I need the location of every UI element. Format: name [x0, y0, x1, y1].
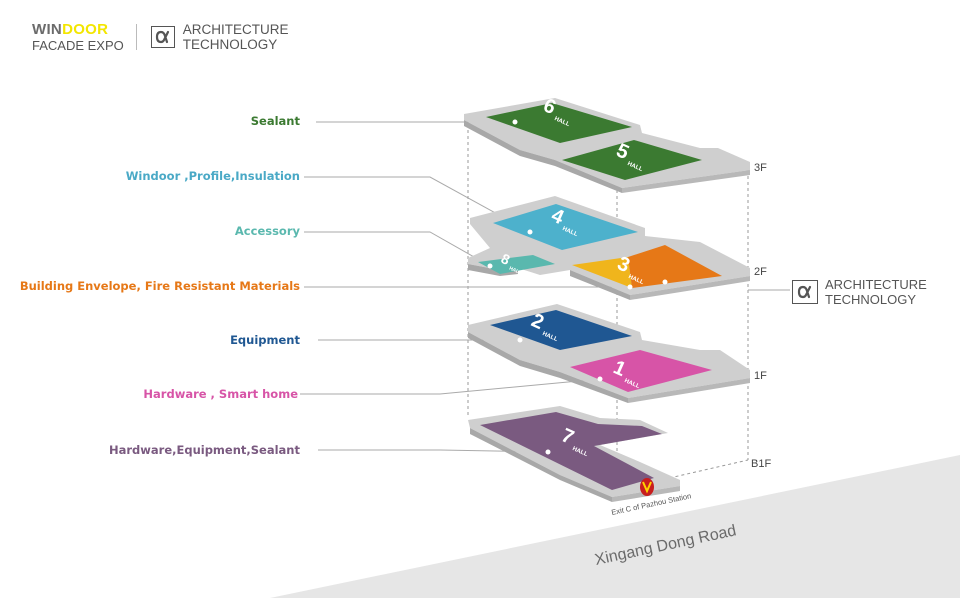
- header: WINDOOR FACADE EXPO ARCHITECTURE TECHNOL…: [32, 22, 289, 52]
- hall-4-area: [493, 204, 638, 250]
- label-windoor: Windoor ,Profile,Insulation: [125, 169, 300, 183]
- alpha-icon: [150, 26, 175, 48]
- hall-8-area: [478, 255, 555, 274]
- floor-label-b1f: B1F: [751, 458, 772, 470]
- label-hardware-smart: Hardware , Smart home: [143, 387, 298, 401]
- logo-win-text: WIN: [32, 21, 63, 38]
- arch-line1: ARCHITECTURE: [182, 21, 289, 37]
- hall-3-area-orange: [628, 245, 722, 288]
- hall-dots: [487, 119, 668, 455]
- floor-2f: [468, 196, 750, 300]
- label-sealant: Sealant: [250, 114, 300, 128]
- label-envelope: Building Envelope, Fire Resistant Materi…: [19, 279, 300, 293]
- label-equipment: Equipment: [230, 333, 300, 347]
- badge-line1: ARCHITECTURE: [825, 277, 927, 292]
- arch-line2: TECHNOLOGY: [182, 37, 278, 52]
- road-band: [270, 455, 960, 598]
- hall-7-area: [480, 412, 662, 490]
- hall-5-area: [562, 140, 702, 180]
- logo-facade-text: FACADE EXPO: [32, 38, 124, 53]
- logo-door-text: DOOR: [62, 21, 109, 38]
- hall-6-area: [486, 103, 632, 143]
- label-hardware-equipment: Hardware,Equipment,Sealant: [108, 443, 300, 457]
- metro-icon: [640, 478, 654, 496]
- floor-b1f: [468, 406, 680, 502]
- hall-8-word: HALL: [508, 266, 523, 277]
- alpha-badge-icon: [792, 280, 818, 304]
- label-accessory: Accessory: [234, 224, 300, 238]
- hall-1-area: [570, 350, 712, 392]
- arch-tech-badge: ARCHITECTURE TECHNOLOGY: [792, 278, 927, 306]
- architecture-technology-logo: ARCHITECTURE TECHNOLOGY: [150, 21, 289, 52]
- hall-2-area: [490, 310, 632, 350]
- header-divider: [135, 24, 137, 50]
- badge-line2: TECHNOLOGY: [825, 292, 917, 307]
- floor-label-2f: 2F: [754, 266, 767, 278]
- windoor-logo: WINDOOR FACADE EXPO: [32, 22, 124, 52]
- floor-1f: [468, 304, 750, 403]
- floor-label-1f: 1F: [754, 370, 767, 382]
- floor-label-3f: 3F: [754, 162, 767, 174]
- hall-3-area-yellow: [572, 257, 632, 288]
- floor-3f: [464, 98, 750, 193]
